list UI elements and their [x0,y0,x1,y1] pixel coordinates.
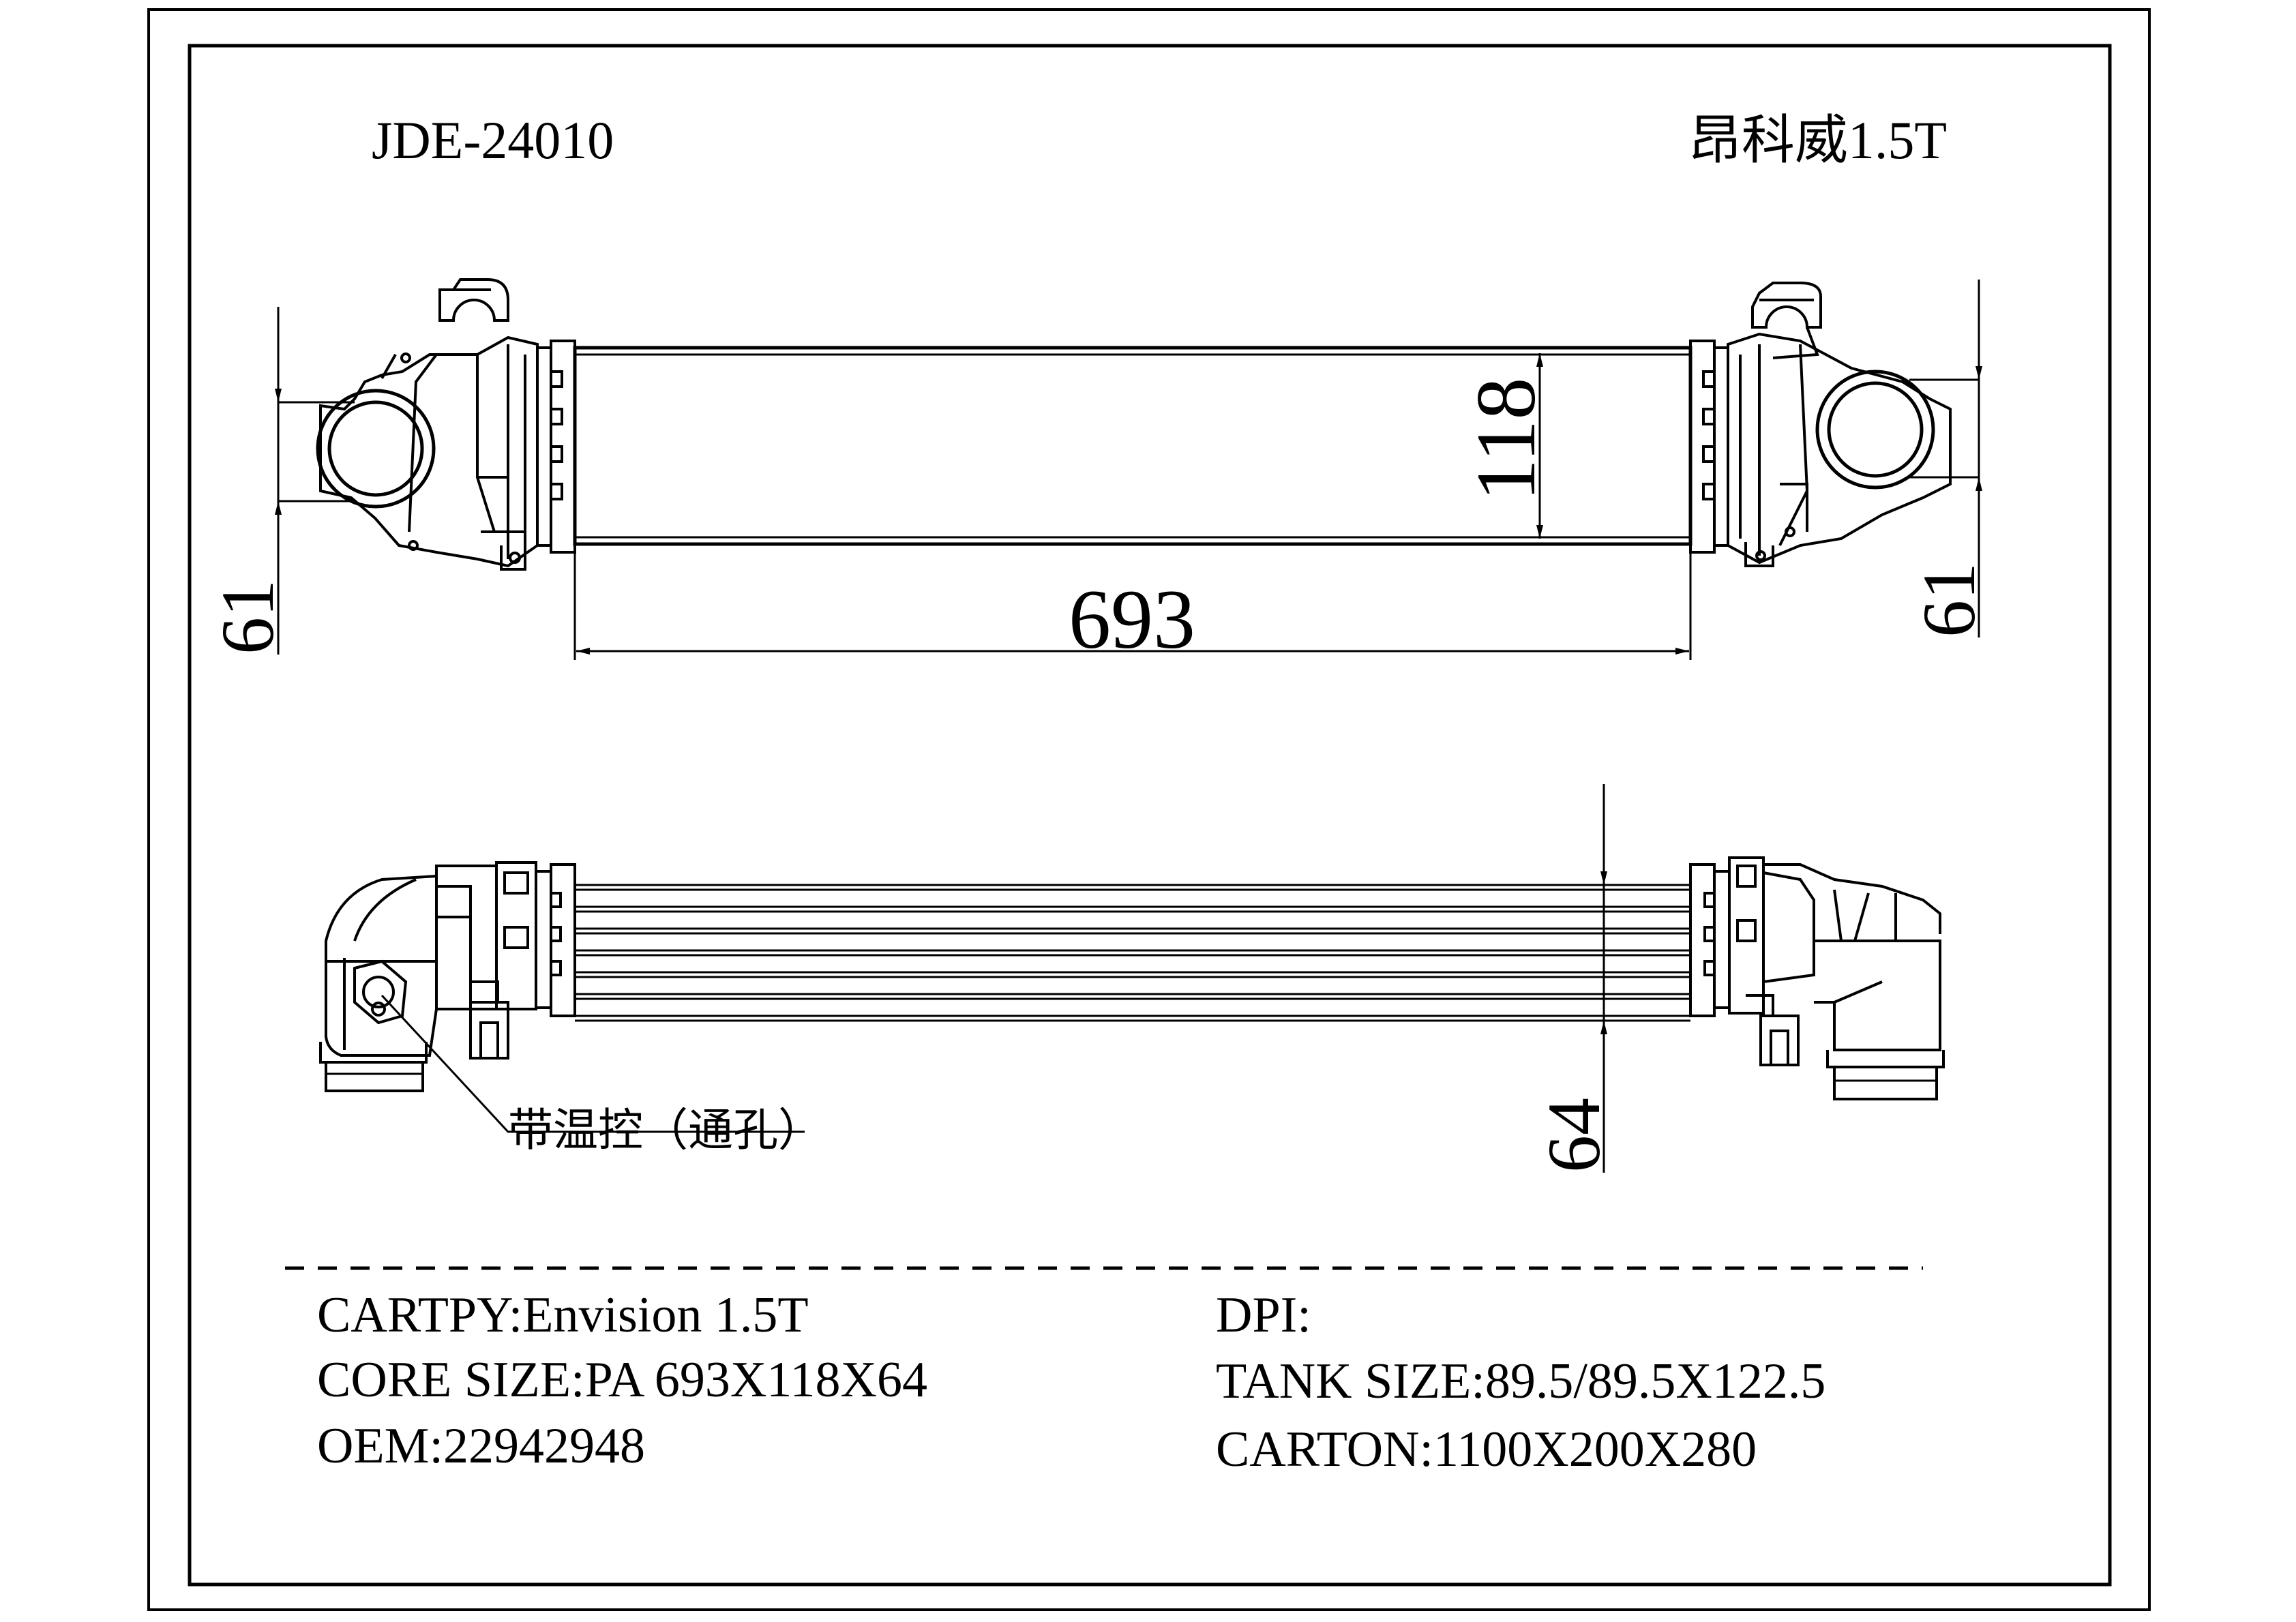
right-header-plate [1689,340,1729,554]
top-view [275,278,1982,660]
dim-right-inlet-lines [1909,280,1982,637]
right-tank-side [1689,856,1945,1100]
inner-border [188,44,2112,1587]
side-view [319,784,1945,1173]
spec-car-type: CARTPY:Envision 1.5T [317,1287,809,1343]
left-tank [316,278,539,571]
spec-tank-size: TANK SIZE:89.5/89.5X122.5 [1216,1353,1825,1409]
spec-core-size: CORE SIZE:PA 693X118X64 [317,1352,927,1408]
model-name: 昂科威1.5T [1688,110,1947,170]
right-inlet-outer [1815,370,1935,490]
dim-left-inlet-lines [275,307,355,655]
right-inlet-inner [1827,381,1924,478]
outer-border [147,8,2151,1611]
spec-dpi: DPI: [1216,1287,1311,1343]
part-number: JDE-24010 [372,110,614,170]
dim-core-thickness-label: 64 [1532,1098,1615,1173]
left-tank-side [319,861,576,1092]
right-tank [1727,282,1952,567]
spec-oem: OEM:22942948 [317,1418,645,1474]
dim-core-height-label: 118 [1459,378,1553,501]
thermostat-note: 带温控（通孔） [508,1106,823,1156]
thermostat-leader [381,994,805,1133]
left-inlet-inner [327,400,424,497]
dim-core-length-label: 693 [1069,573,1195,666]
left-inlet-outer [316,389,436,509]
core-tubes [575,884,1690,1022]
dim-right-inlet-label: 61 [1907,562,1991,637]
left-header-plate [536,340,576,554]
thermostat-body [353,959,408,1025]
dim-core-length-lines [573,551,1692,660]
dim-left-inlet-label: 61 [206,580,289,655]
spec-carton: CARTON:1100X200X280 [1216,1422,1757,1477]
